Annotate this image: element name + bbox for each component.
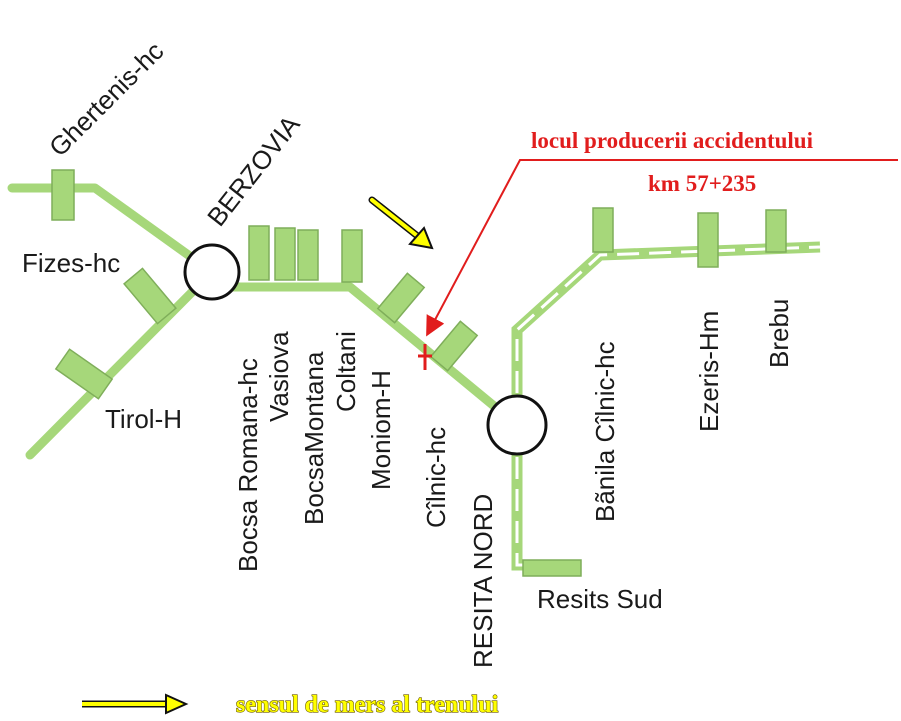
label-resita-sud: Resits Sud [537,584,663,614]
accident-callout [418,159,898,370]
label-fizes: Fizes-hc [22,248,120,278]
label-banila: Bãnila Cîlnic-hc [590,341,620,522]
accident-title: locul producerii accidentului [531,128,814,153]
halt-coltani [341,229,363,283]
halt-ghertenis [51,169,75,221]
direction-arrow-icon [368,196,434,250]
label-bocsa-montana: BocsaMontana [299,351,329,525]
legend-arrow-icon [82,693,189,715]
label-ezeris: Ezeris-Hm [694,311,724,432]
track-berzovia-tirol [25,267,217,460]
label-brebu: Brebu [764,299,794,368]
halt-brebu [765,209,787,253]
halt-ezeris [697,212,719,268]
halt-tirol [54,348,114,400]
halt-vasiova [274,227,296,281]
label-berzovia: BERZOVIA [201,109,306,232]
halt-bocsa-romana [248,225,270,281]
station-berzovia [183,243,241,301]
label-tirol: Tirol-H [105,404,182,434]
label-coltani: Coltani [331,331,361,412]
halt-banila [592,207,614,253]
track-berzovia-resita [207,282,522,430]
halt-fizes [123,267,177,325]
accident-km: km 57+235 [648,171,756,196]
track-ghertenis-berzovia [7,183,217,277]
label-vasiova: Vasiova [264,331,294,422]
halt-resita-sud [522,559,582,577]
label-bocsa-romana: Bocsa Romana-hc [233,358,263,572]
halt-bocsa-montana [297,229,319,281]
halt-cilnic [429,320,479,372]
label-cilnic: Cîlnic-hc [421,427,451,528]
station-resita-nord [486,394,548,456]
halt-moniom [376,272,426,324]
label-moniom: Moniom-H [366,370,396,490]
label-resita-nord: RESITA NORD [468,494,498,668]
legend-text: sensul de mers al trenului [236,692,499,718]
label-ghertenis: Ghertenis-hc [43,36,169,162]
